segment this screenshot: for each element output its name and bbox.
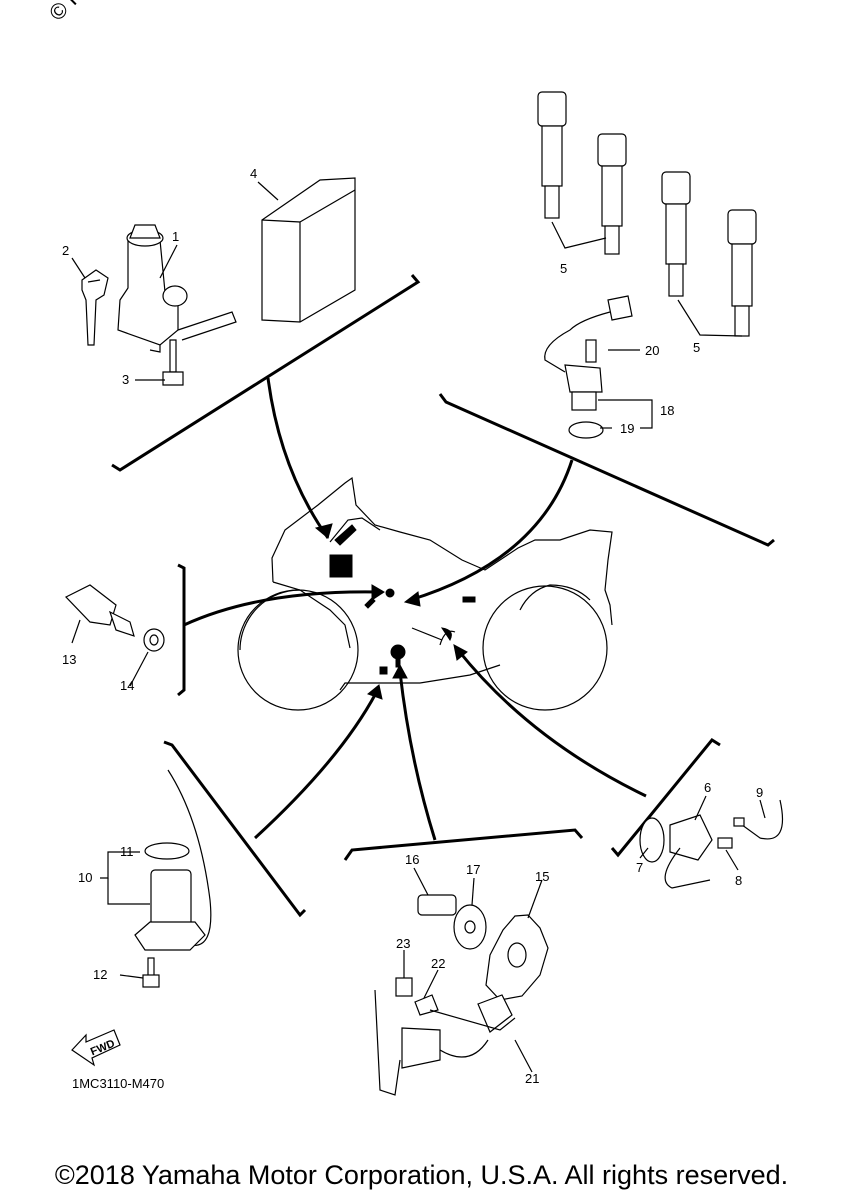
callout-18: 18 [660, 403, 674, 418]
callout-2: 2 [62, 243, 69, 258]
group-box-lines [111, 274, 775, 918]
ecu-unit [261, 177, 356, 323]
callout-21: 21 [525, 1071, 539, 1086]
fwd-arrow: FWD [71, 1029, 121, 1067]
callout-10: 10 [78, 870, 92, 885]
callout-17: 17 [466, 862, 480, 877]
copyright-text: ©2018 Yamaha Motor Corporation, U.S.A. A… [54, 1160, 789, 1190]
callout-14: 14 [120, 678, 134, 693]
callout-numbers: 1 2 3 4 5 5 6 7 8 9 10 11 12 13 14 15 16… [62, 166, 763, 1086]
callout-20: 20 [645, 343, 659, 358]
callout-3: 3 [122, 372, 129, 387]
callout-16: 16 [405, 852, 419, 867]
sprocket-group [374, 894, 549, 1096]
callout-19: 19 [620, 421, 634, 436]
callout-13: 13 [62, 652, 76, 667]
main-switch-group [81, 224, 237, 386]
callout-8: 8 [735, 873, 742, 888]
callout-9: 9 [756, 785, 763, 800]
callout-12: 12 [93, 967, 107, 982]
callout-7: 7 [636, 860, 643, 875]
cam-sensor [544, 295, 633, 439]
callout-22: 22 [431, 956, 445, 971]
callout-4: 4 [250, 166, 257, 181]
location-markers [329, 524, 476, 675]
leader-arrows [183, 377, 647, 841]
solenoid-relay [134, 769, 212, 988]
speed-sensor [65, 584, 165, 652]
callout-15: 15 [535, 869, 549, 884]
callout-6: 6 [704, 780, 711, 795]
callout-5b: 5 [693, 340, 700, 355]
callout-23: 23 [396, 936, 410, 951]
callout-5a: 5 [560, 261, 567, 276]
callout-11: 11 [120, 844, 134, 859]
diagram-code: 1MC3110-M470 [72, 1076, 164, 1091]
ignition-coils [537, 91, 757, 337]
callout-leaders [71, 181, 766, 1073]
gear-position-sensor [639, 799, 784, 889]
callout-1: 1 [172, 229, 179, 244]
